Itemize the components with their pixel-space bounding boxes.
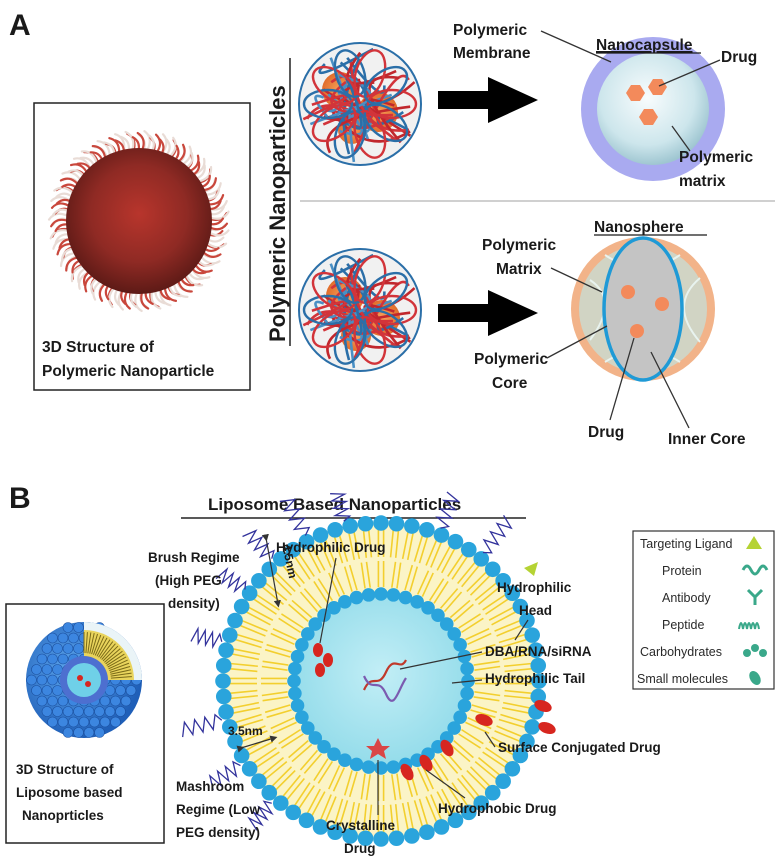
- crystalline-drug-line2: Drug: [344, 841, 376, 856]
- drug-hexagon-1: [626, 85, 645, 101]
- nanosphere-title: Nanosphere: [594, 219, 684, 236]
- capsule-matrix-leader-line: [671, 125, 691, 152]
- small-molecule-icon: [749, 671, 761, 685]
- arrow-to-nanosphere: [438, 290, 538, 336]
- arrow-to-nanocapsule: [438, 77, 538, 123]
- surface-drug-3: [475, 713, 493, 727]
- mushroom-regime-line2: Regime (Low: [176, 802, 261, 817]
- targeting-ligand-marker-icon: [524, 562, 538, 576]
- liposome-caption-line1: 3D Structure of: [16, 762, 114, 777]
- crystalline-drug-star-icon: [366, 738, 390, 759]
- sphere-drug-3: [630, 324, 644, 338]
- nanocapsule-title: Nanocapsule: [596, 37, 693, 54]
- panel-a-letter: A: [9, 9, 31, 42]
- legend-box: [632, 530, 775, 690]
- surface-conjugated-leader: [484, 731, 496, 748]
- mushroom-regime-line3: PEG density): [176, 825, 260, 840]
- polymeric-structure-caption-line1: 3D Structure of: [42, 339, 155, 356]
- nanosphere-diagram: [571, 236, 715, 382]
- hydrophilic-tail-leader: [451, 679, 483, 684]
- sphere-drug-label: Drug: [588, 424, 624, 441]
- drug-hexagon-2: [648, 79, 667, 95]
- hydrophobic-drug-2: [419, 754, 433, 772]
- membrane-leader-line: [540, 30, 612, 63]
- hydrophilic-drug-leader: [319, 557, 337, 644]
- hydrophobic-drug-3: [440, 739, 454, 757]
- polymeric-nanoparticle-3d-image: [47, 130, 230, 313]
- membrane-label-line2: Membrane: [453, 45, 531, 62]
- mushroom-regime-line1: Mashroom: [176, 779, 244, 794]
- capsule-drug-label: Drug: [721, 49, 757, 66]
- liposome-caption-line2: Liposome based: [16, 785, 123, 800]
- dna-leader: [399, 651, 483, 670]
- hydrophilic-drug-1: [313, 643, 323, 657]
- capsule-matrix-label-line1: Polymeric: [679, 149, 753, 166]
- dimension-side-label: 3.5nm: [228, 724, 263, 738]
- hydrophilic-drug-3: [315, 663, 325, 677]
- hydrophilic-tail-label: Hydrophilic Tail: [485, 671, 585, 686]
- sphere-drug-1: [621, 285, 635, 299]
- peptide-icon: [738, 622, 760, 630]
- tangled-polymer-sphere-bottom: [298, 248, 422, 372]
- membrane-label-line1: Polymeric: [453, 22, 527, 39]
- hydrophilic-head-line1: Hydrophilic: [497, 580, 572, 595]
- dna-label: DBA/RNA/siRNA: [485, 644, 592, 659]
- tangled-polymer-sphere-top: [298, 42, 422, 166]
- brush-regime-line1: Brush Regime: [148, 550, 240, 565]
- liposome-caption-line3: Nanoprticles: [22, 808, 104, 823]
- surface-drug-2: [538, 721, 556, 735]
- legend-label-1: Protein: [662, 564, 702, 578]
- sphere-core-label-line2: Core: [492, 375, 528, 392]
- antibody-icon: [746, 588, 764, 605]
- liposome-3d-image: [26, 622, 142, 738]
- panel-b-letter: B: [9, 482, 31, 515]
- protein-icon: [741, 564, 769, 576]
- legend-label-4: Carbohydrates: [640, 645, 722, 659]
- sphere-drug-leader-line: [609, 337, 635, 421]
- sphere-core-label-line1: Polymeric: [474, 351, 548, 368]
- polymeric-structure-caption-line2: Polymeric Nanoparticle: [42, 363, 215, 380]
- triangle-icon: [746, 536, 762, 549]
- hydrophilic-drug-2: [323, 653, 333, 667]
- hydrophilic-head-line2: Head: [519, 603, 552, 618]
- hydrophobic-drug-leader: [425, 769, 466, 799]
- dimension-top-marker: [261, 533, 281, 608]
- hydrophobic-drug-1: [400, 763, 414, 781]
- surface-drug-1: [534, 699, 552, 713]
- dna-helix-icon: [362, 659, 407, 702]
- surface-conjugated-label: Surface Conjugated Drug: [498, 740, 661, 755]
- inner-core-label: Inner Core: [668, 431, 746, 448]
- liposome-title: Liposome Based Nanoparticles: [208, 495, 461, 514]
- polymeric-nanoparticles-vertical-title: Polymeric Nanoparticles: [265, 85, 290, 342]
- legend-label-5: Small molecules: [637, 672, 728, 686]
- dimension-side-marker: [236, 735, 278, 753]
- drug-hexagon-3: [639, 109, 658, 125]
- brush-regime-line2: (High PEG: [155, 573, 222, 588]
- hydrophilic-drug-label: Hydrophilic Drug: [276, 540, 386, 555]
- legend-label-3: Peptide: [662, 618, 704, 632]
- sphere-core-leader-line: [546, 325, 608, 359]
- legend-label-2: Antibody: [662, 591, 711, 605]
- sphere-matrix-label-line1: Polymeric: [482, 237, 556, 254]
- sphere-matrix-leader-line: [550, 267, 603, 293]
- liposome-diagram: [182, 491, 556, 847]
- inner-core-leader-line: [650, 351, 690, 429]
- legend-items: Targeting LigandProteinAntibodyPeptideCa…: [637, 536, 769, 686]
- hydrophilic-head-leader: [514, 619, 529, 641]
- capsule-matrix-label-line2: matrix: [679, 173, 726, 190]
- carbohydrate-icon: [743, 644, 767, 657]
- legend-label-0: Targeting Ligand: [640, 537, 732, 551]
- brush-regime-line3: density): [168, 596, 220, 611]
- hydrophobic-drug-label: Hydrophobic Drug: [438, 801, 557, 816]
- sphere-drug-2: [655, 297, 669, 311]
- capsule-drug-leader-line: [658, 59, 721, 87]
- sphere-matrix-label-line2: Matrix: [496, 261, 542, 278]
- crystalline-drug-line1: Crystalline: [326, 818, 396, 833]
